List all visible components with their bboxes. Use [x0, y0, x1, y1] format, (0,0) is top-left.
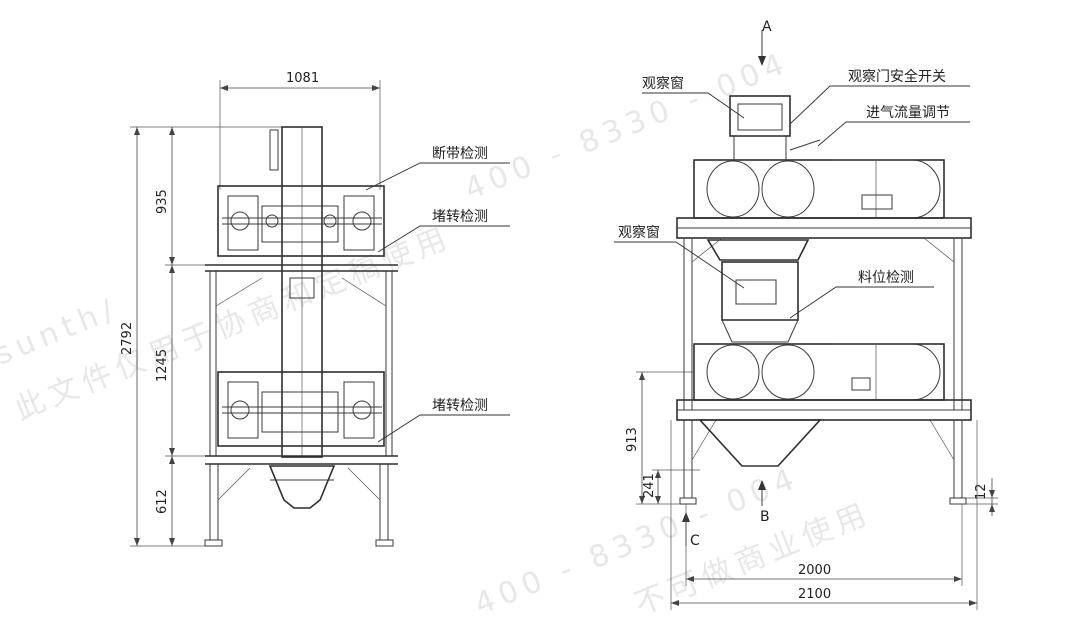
dim-241: 241	[642, 473, 657, 498]
label-blockage-detect-lower: 堵转检测	[432, 398, 488, 414]
dim-2792: 2792	[120, 322, 135, 355]
view-arrow-b: B	[760, 509, 770, 525]
dim-612: 612	[155, 489, 170, 514]
dim-913: 913	[625, 427, 640, 452]
dim-1245: 1245	[155, 349, 170, 382]
label-observation-window-top: 观察窗	[642, 75, 684, 92]
label-belt-break-detect: 断带检测	[432, 146, 488, 162]
dim-12: 12	[974, 483, 989, 500]
dim-2000: 2000	[798, 563, 831, 578]
left-elevation-view: 1081 2792 935 1245 612	[120, 71, 510, 547]
right-side-view: A B C	[614, 19, 998, 610]
label-level-detect: 料位检测	[858, 270, 914, 286]
dim-2100: 2100	[798, 587, 831, 602]
dim-1081: 1081	[286, 71, 319, 86]
dim-935: 935	[155, 189, 170, 214]
watermark-phone-upper: 400 - 8330 - 004	[460, 45, 795, 207]
label-observation-door-switch: 观察门安全开关	[848, 68, 946, 85]
view-arrow-a: A	[762, 19, 772, 35]
label-observation-window-mid: 观察窗	[618, 224, 660, 241]
label-air-intake-adjust: 进气流量调节	[866, 105, 950, 121]
label-blockage-detect-upper: 堵转检测	[432, 209, 488, 225]
view-arrow-c: C	[690, 533, 700, 549]
